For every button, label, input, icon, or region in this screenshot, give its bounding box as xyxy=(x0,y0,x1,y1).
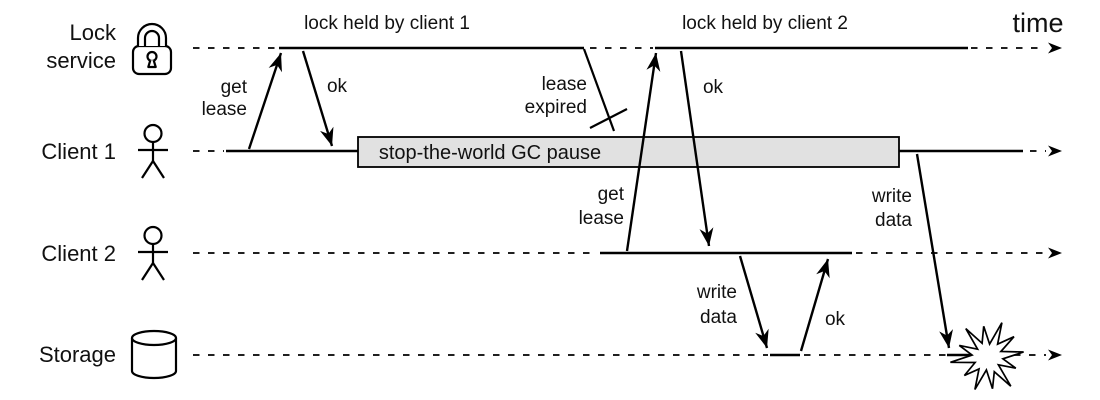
storage-label: Storage xyxy=(39,342,116,367)
lease-expired-label-line1: lease xyxy=(542,74,587,95)
person2-leg-left xyxy=(141,262,154,281)
get-lease-1-label-line2: lease xyxy=(202,99,247,120)
gc-pause-label: stop-the-world GC pause xyxy=(379,142,601,164)
lane-labels: Lock service Client 1 Client 2 Storage xyxy=(39,20,117,367)
ok-2-label: ok xyxy=(703,77,724,98)
person2-leg-right xyxy=(152,262,165,281)
client-2-label: Client 2 xyxy=(41,241,116,266)
write-data-1-arrow xyxy=(738,255,769,349)
lock-service-label-line1: Lock xyxy=(70,20,117,45)
person1-leg-right xyxy=(152,160,165,179)
padlock-keyhole-stem xyxy=(147,59,157,69)
gc-pause-box: stop-the-world GC pause xyxy=(357,136,900,168)
lock-service-label-line2: service xyxy=(46,48,116,73)
write-data-2-label-line2: data xyxy=(875,210,912,231)
lock-held-2-label: lock held by client 2 xyxy=(682,13,848,34)
message-labels: get lease ok lease expired get lease ok … xyxy=(202,74,913,330)
database-body xyxy=(130,338,178,380)
person2-head xyxy=(143,225,163,246)
lease-expired-cross-icon xyxy=(589,108,628,129)
lock-lane-arrow-icon xyxy=(1048,42,1062,54)
ok-1-arrow xyxy=(301,50,334,147)
write-data-2-label-line1: write xyxy=(871,186,912,207)
lease-expired-mark xyxy=(582,48,628,132)
storage-lane xyxy=(193,349,1062,361)
get-lease-2-arrow xyxy=(625,52,661,252)
write-data-2-arrow xyxy=(915,153,953,349)
ok-3-arrow xyxy=(799,258,830,352)
time-axis-label: time xyxy=(1012,8,1063,38)
lock-held-1-label: lock held by client 1 xyxy=(304,13,470,34)
lock-service-lane xyxy=(193,42,1062,54)
database-icon xyxy=(130,329,178,380)
ok-3-label: ok xyxy=(825,309,846,330)
storage-lane-arrow-icon xyxy=(1048,349,1062,361)
write-data-1-label-line1: write xyxy=(696,282,737,303)
get-lease-2-label-line2: lease xyxy=(579,208,624,229)
padlock-icon xyxy=(131,22,173,76)
client-1-lane xyxy=(193,145,1062,157)
person1-leg-left xyxy=(141,160,154,179)
client-2-person-icon xyxy=(138,225,168,281)
person1-head xyxy=(143,123,163,144)
database-top xyxy=(130,329,178,347)
padlock-keyhole-circle xyxy=(146,50,158,63)
write-data-1-label-line2: data xyxy=(700,307,737,328)
ok-1-label: ok xyxy=(327,76,348,97)
get-lease-2-label-line1: get xyxy=(598,184,625,205)
crash-starburst-icon xyxy=(950,322,1024,390)
client-2-lane xyxy=(193,247,1062,259)
client-1-label: Client 1 xyxy=(41,139,116,164)
client2-lane-arrow-icon xyxy=(1048,247,1062,259)
gc-pause-rect xyxy=(357,136,900,168)
client1-lane-arrow-icon xyxy=(1048,145,1062,157)
ok-2-arrow xyxy=(679,50,714,247)
padlock-shackle-inner xyxy=(143,29,161,46)
lease-expired-label-line2: expired xyxy=(525,97,587,118)
get-lease-1-arrow xyxy=(247,52,283,150)
client-1-person-icon xyxy=(138,123,168,179)
get-lease-1-label-line1: get xyxy=(221,77,248,98)
